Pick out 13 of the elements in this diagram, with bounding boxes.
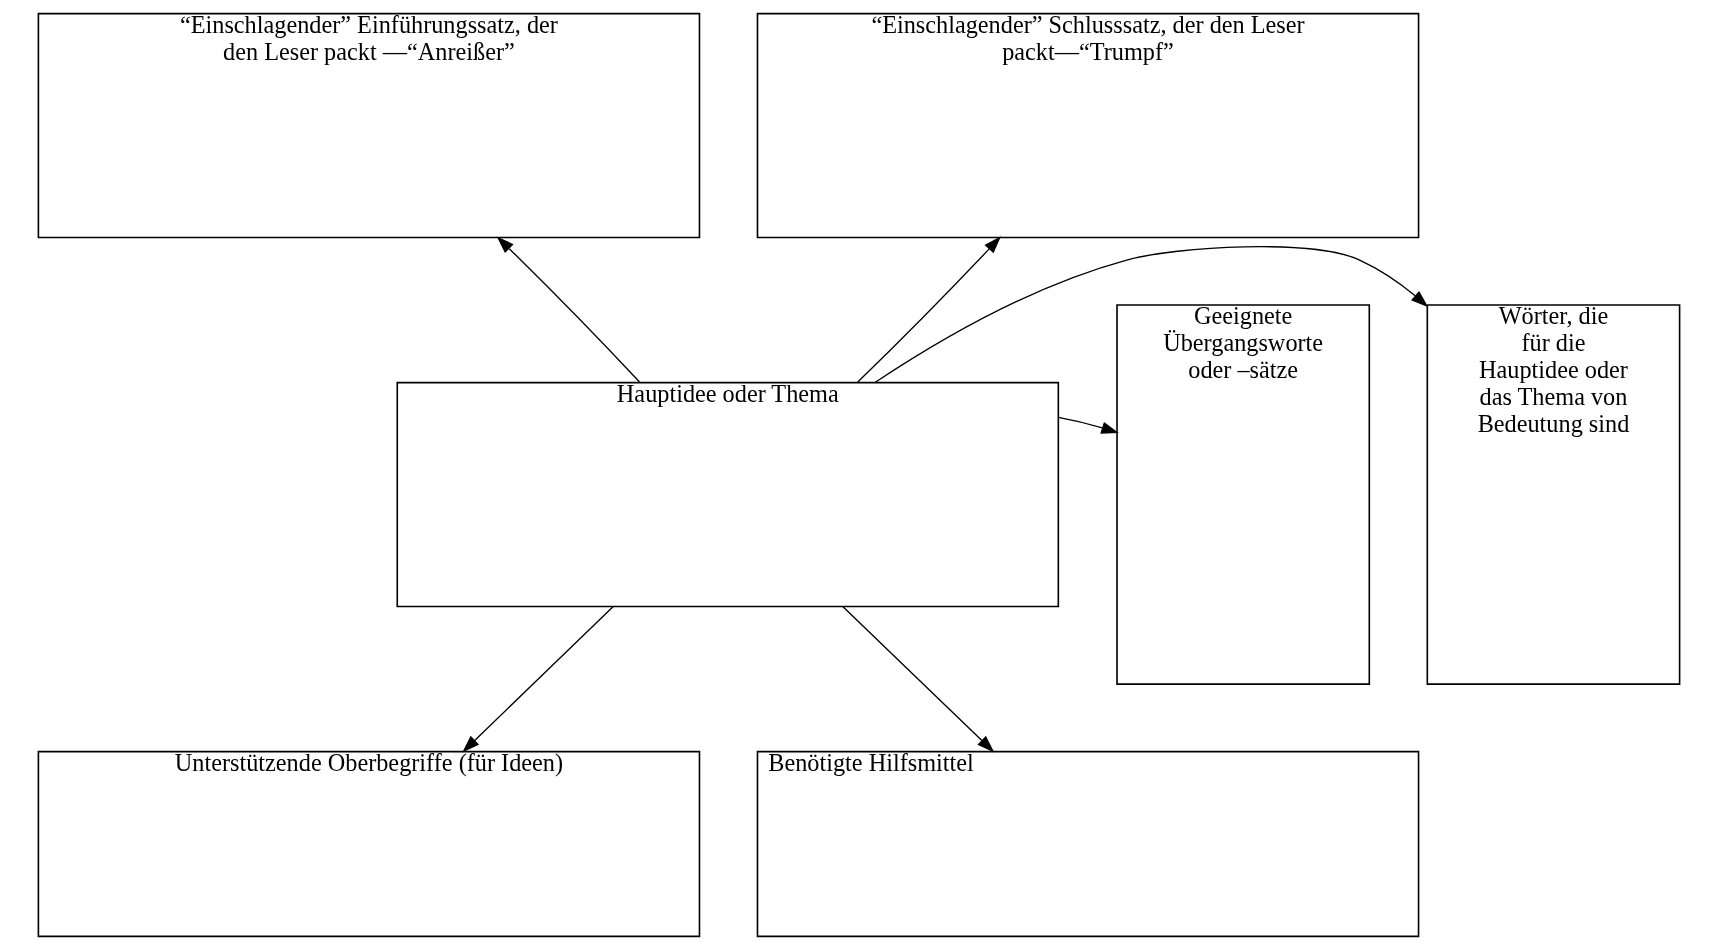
arrow	[873, 246, 1428, 384]
arrow	[461, 605, 614, 753]
node-box: Benötigte Hilfsmittel	[756, 750, 1419, 938]
node-box: Unterstützende Oberbegriffe (für Ideen)	[37, 750, 700, 938]
node-box: Wörter, die für die Hauptidee oder das Thema von Bedeutung sind	[1426, 304, 1680, 685]
arrow	[856, 236, 1001, 383]
arrow	[841, 605, 994, 753]
node-box: “Einschlagender” Einführungssatz, der den Leser packt —“Anreißer”	[37, 12, 700, 239]
node-box: Geeignete Übergangsworte oder –sätze	[1115, 304, 1370, 685]
node-box: “Einschlagender” Schlusssatz, der den Leser packt—“Trumpf”	[756, 12, 1419, 239]
arrow	[496, 236, 640, 383]
arrow	[1057, 416, 1119, 434]
node-box: Hauptidee oder Thema	[395, 381, 1059, 608]
